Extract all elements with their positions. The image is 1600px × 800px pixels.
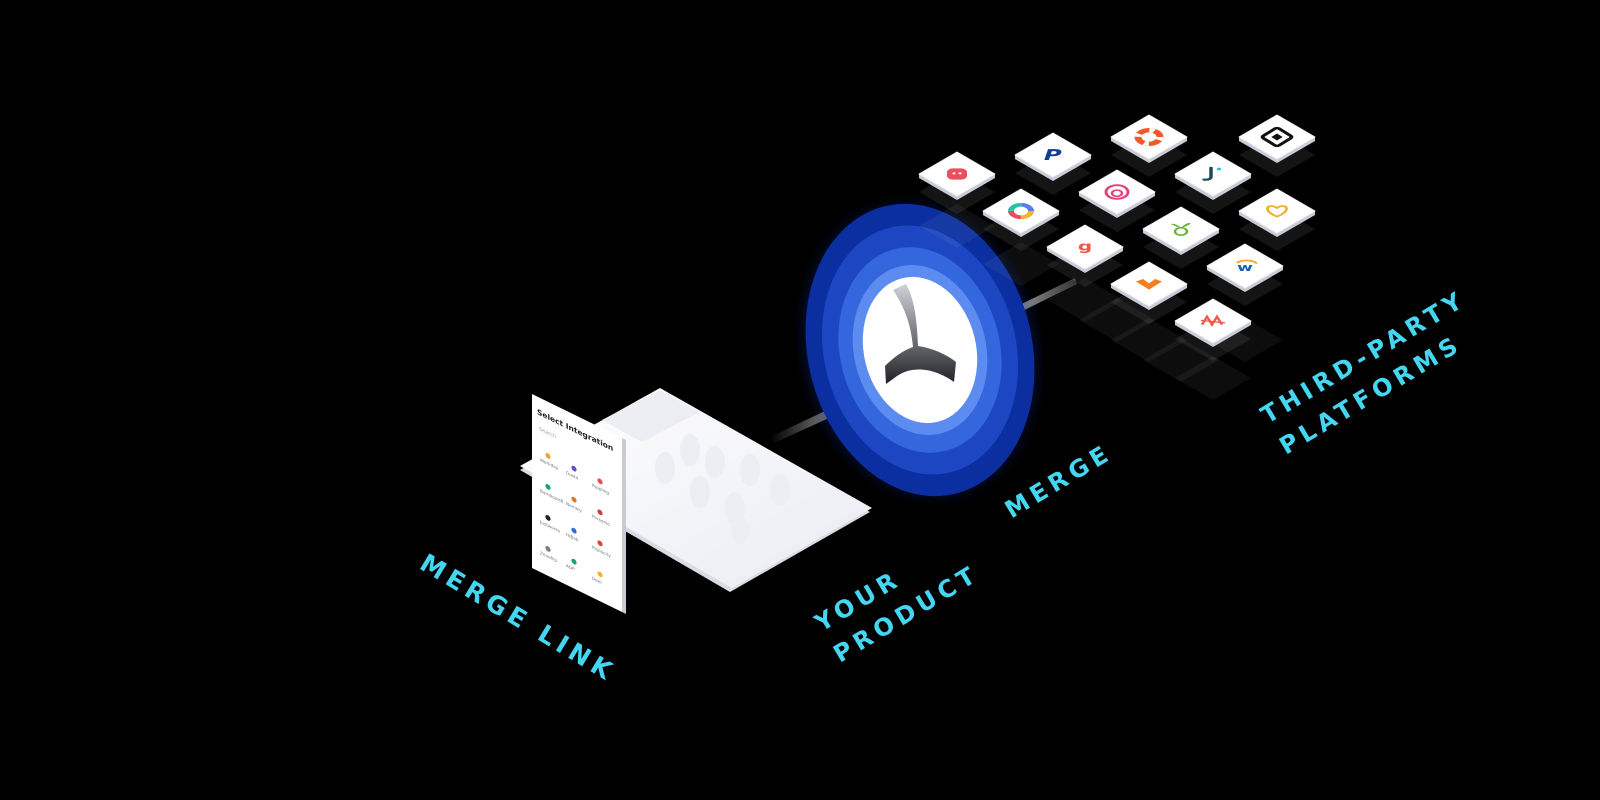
platform-tile[interactable]: w [1206, 243, 1284, 306]
platform-tile[interactable] [1238, 114, 1316, 177]
link-panel-item[interactable]: Deel [592, 568, 603, 587]
tile-face [1078, 169, 1156, 215]
platform-tile[interactable] [982, 188, 1060, 251]
rainbow-ring-icon [1008, 202, 1034, 220]
tile-face [982, 188, 1060, 234]
platform-tile[interactable]: g [1046, 224, 1124, 287]
g-logo-icon: g [1078, 240, 1092, 254]
merge-hub [793, 193, 1047, 507]
hook-icon [1202, 166, 1222, 181]
integration-logo-icon [571, 558, 577, 565]
integration-logo-icon [597, 509, 603, 516]
platform-tile[interactable] [1174, 151, 1252, 214]
platform-tile[interactable] [1238, 188, 1316, 251]
tile-face [1046, 224, 1124, 270]
link-panel-item-label: Gusto [566, 470, 579, 482]
integration-logo-icon [597, 478, 603, 485]
link-panel-item-label: HiBob [566, 532, 579, 544]
platform-tile[interactable] [1078, 169, 1156, 232]
lifebuoy-icon [1134, 128, 1164, 146]
integration-logo-icon [597, 540, 603, 547]
tile-face [1174, 151, 1252, 197]
fox-icon [1136, 279, 1162, 290]
ghost-tile [919, 204, 995, 248]
ghost-tile [1111, 318, 1187, 362]
third-party-platforms: Pg w [918, 114, 1316, 400]
integration-logo-icon [545, 515, 551, 521]
integration-logo-icon [571, 496, 577, 503]
tile-face [1142, 206, 1220, 252]
link-panel-item[interactable]: HiBob [566, 524, 579, 544]
platform-tile[interactable]: P [1014, 132, 1092, 195]
tile-face [1238, 188, 1316, 234]
svg-text:g: g [1078, 240, 1092, 254]
platform-tile[interactable] [1142, 206, 1220, 269]
heart-icon [1266, 205, 1288, 218]
ghost-tile [983, 242, 1059, 286]
tile-face [1206, 243, 1284, 289]
ghost-tile [1079, 298, 1155, 342]
link-panel-item-label: Deel [592, 576, 602, 586]
pink-ring-icon [1104, 184, 1130, 200]
integration-logo-icon [571, 527, 577, 534]
ghost-tile [1047, 278, 1123, 322]
platform-tile[interactable] [1174, 298, 1252, 361]
sprout-icon [1171, 222, 1191, 236]
integration-logo-icon [571, 465, 577, 472]
paylocity-icon: P [1041, 146, 1065, 164]
link-panel-item[interactable]: Gusto [566, 462, 579, 482]
link-panel-item[interactable]: ADP [566, 555, 577, 574]
svg-text:P: P [1041, 146, 1065, 164]
integration-logo-icon [597, 571, 603, 578]
bubble-icon [947, 168, 967, 180]
zigzag-icon [1200, 314, 1226, 327]
integration-logo-icon [545, 484, 551, 490]
square-icon [1260, 126, 1294, 148]
merge-logo-icon [885, 284, 956, 384]
w-swoosh-icon: w [1236, 259, 1259, 274]
ghost-tile [1175, 356, 1251, 400]
integration-logo-icon [545, 546, 551, 552]
svg-text:w: w [1237, 262, 1253, 274]
tile-face [1014, 132, 1092, 178]
platform-tile[interactable] [918, 151, 996, 214]
platform-tile[interactable] [1110, 261, 1188, 324]
link-panel-item-label: ADP [566, 563, 575, 573]
integration-logo-icon [545, 453, 551, 459]
tile-face [1110, 114, 1188, 160]
platform-tile[interactable] [1110, 114, 1188, 177]
ghost-tile [1143, 338, 1219, 382]
